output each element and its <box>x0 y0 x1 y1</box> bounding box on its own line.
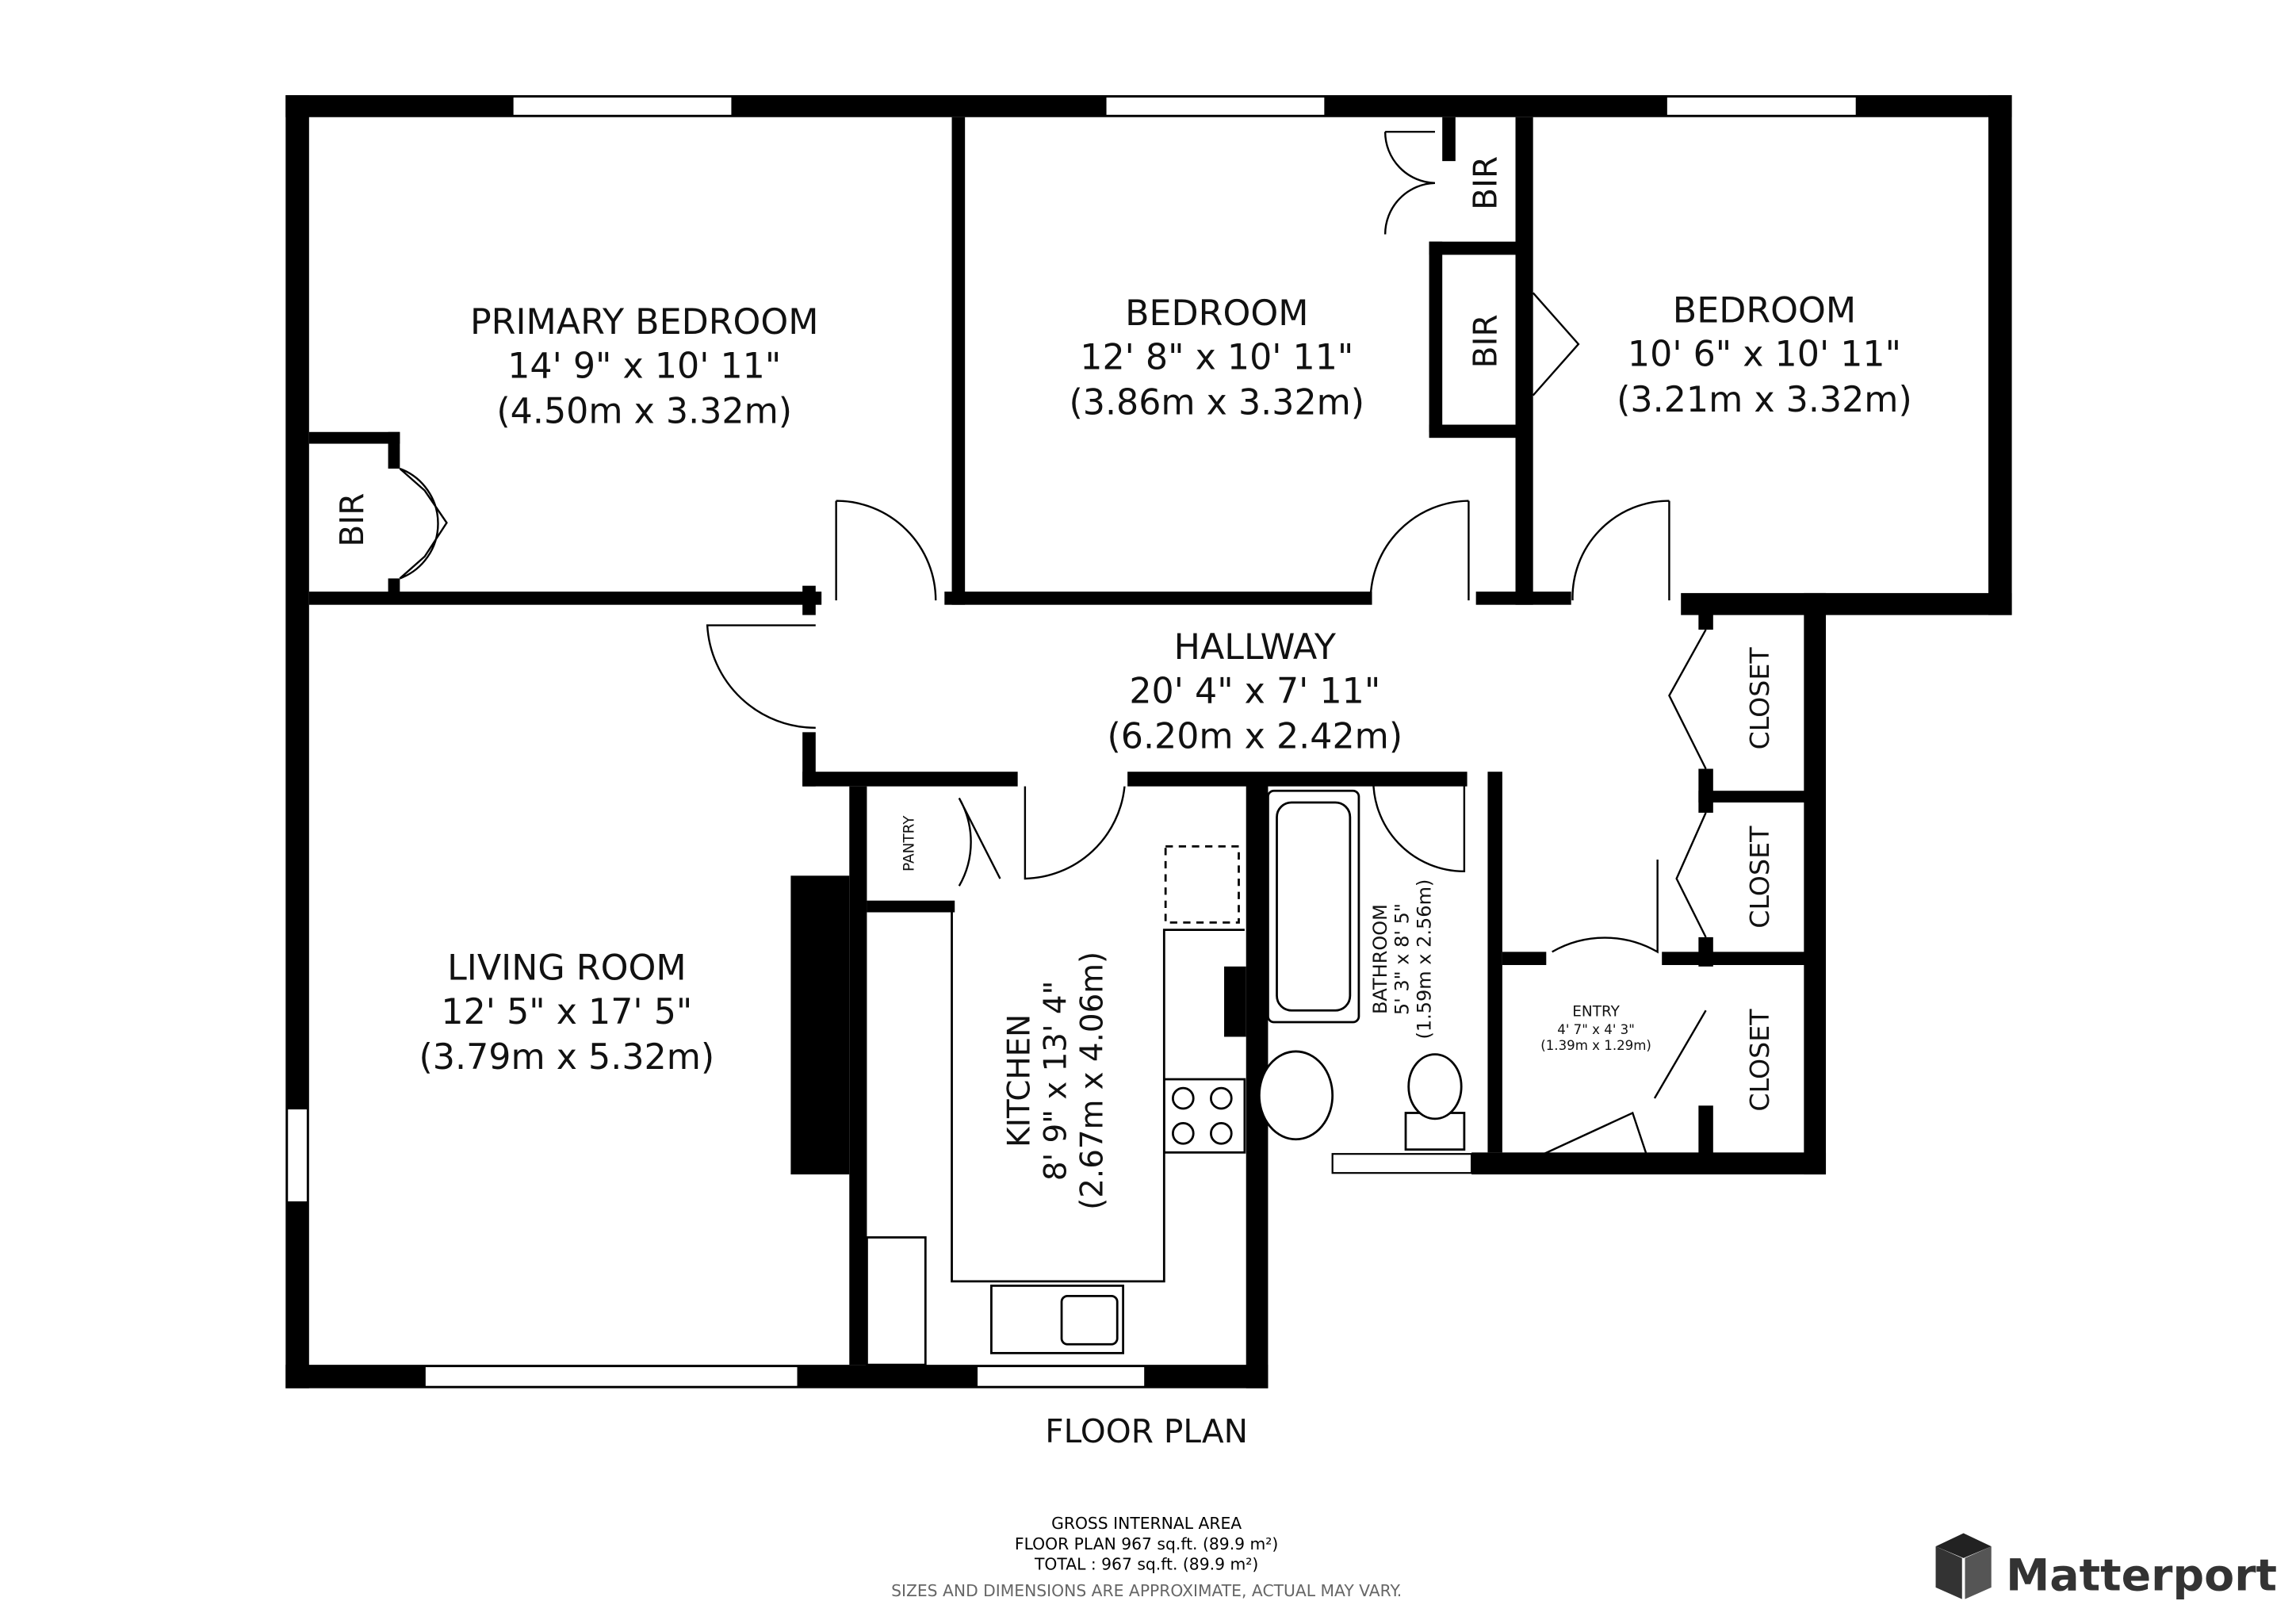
svg-text:4' 7" x 4' 3": 4' 7" x 4' 3" <box>1557 1022 1635 1037</box>
kitchen-counter <box>951 912 1245 1283</box>
svg-text:HALLWAY: HALLWAY <box>1174 627 1337 668</box>
bir-label: BIR <box>1467 156 1505 210</box>
svg-text:FLOOR PLAN 967 sq.ft. (89.9 m²: FLOOR PLAN 967 sq.ft. (89.9 m²) <box>1015 1534 1278 1553</box>
svg-text:GROSS INTERNAL AREA: GROSS INTERNAL AREA <box>1051 1514 1242 1533</box>
bathroom-sink <box>1257 1050 1334 1141</box>
svg-text:BATHROOM: BATHROOM <box>1369 904 1391 1014</box>
svg-text:LIVING ROOM: LIVING ROOM <box>447 948 687 988</box>
svg-text:(3.79m x 5.32m): (3.79m x 5.32m) <box>419 1037 715 1078</box>
fixtures <box>866 789 1466 1366</box>
pantry-label: PANTRY <box>901 815 918 871</box>
svg-text:PRIMARY BEDROOM: PRIMARY BEDROOM <box>470 302 819 343</box>
cupboard <box>866 1236 927 1366</box>
svg-text:ENTRY: ENTRY <box>1572 1004 1620 1021</box>
svg-text:(3.86m x 3.32m): (3.86m x 3.32m) <box>1069 383 1364 423</box>
svg-text:12' 5" x 17' 5": 12' 5" x 17' 5" <box>441 992 692 1032</box>
matterport-logo: Matterport <box>1935 1533 2277 1602</box>
svg-text:10' 6" x 10' 11": 10' 6" x 10' 11" <box>1628 335 1901 375</box>
doors <box>399 131 1707 1158</box>
svg-text:5' 3" x 8' 5": 5' 3" x 8' 5" <box>1391 903 1414 1015</box>
disclaimer: SIZES AND DIMENSIONS ARE APPROXIMATE, AC… <box>891 1581 1402 1600</box>
svg-text:(1.59m x 2.56m): (1.59m x 2.56m) <box>1413 879 1435 1040</box>
bir-label: BIR <box>1467 314 1505 368</box>
svg-text:20' 4" x 7' 11": 20' 4" x 7' 11" <box>1129 671 1380 711</box>
fridge <box>1164 845 1240 924</box>
svg-text:(6.20m x 2.42m): (6.20m x 2.42m) <box>1107 717 1402 757</box>
svg-text:TOTAL : 967 sq.ft. (89.9 m²): TOTAL : 967 sq.ft. (89.9 m²) <box>1034 1555 1258 1574</box>
floor-plan-label: FLOOR PLAN <box>1045 1412 1248 1450</box>
svg-text:12' 8" x 10' 11": 12' 8" x 10' 11" <box>1080 337 1353 377</box>
brand-name: Matterport <box>2006 1551 2277 1602</box>
bir-label: BIR <box>333 493 371 547</box>
svg-text:(3.21m x 3.32m): (3.21m x 3.32m) <box>1617 380 1912 420</box>
svg-text:(2.67m x 4.06m): (2.67m x 4.06m) <box>1075 952 1111 1210</box>
svg-text:BEDROOM: BEDROOM <box>1673 290 1856 331</box>
svg-text:(1.39m x 1.29m): (1.39m x 1.29m) <box>1540 1038 1651 1053</box>
room-entry: ENTRY 4' 7" x 4' 3" (1.39m x 1.29m) <box>1540 1004 1651 1053</box>
closet-label: CLOSET <box>1744 1009 1775 1112</box>
closet-label: CLOSET <box>1744 825 1775 929</box>
room-bedroom-3: BEDROOM 10' 6" x 10' 11" (3.21m x 3.32m) <box>1617 290 1912 420</box>
room-primary-bedroom: PRIMARY BEDROOM 14' 9" x 10' 11" (4.50m … <box>470 302 819 432</box>
room-kitchen: KITCHEN 8' 9" x 13' 4" (2.67m x 4.06m) <box>1001 952 1110 1210</box>
matterport-logo-icon <box>1935 1533 1992 1599</box>
toilet <box>1407 1053 1463 1120</box>
svg-text:8' 9" x 13' 4": 8' 9" x 13' 4" <box>1039 981 1074 1182</box>
svg-text:BEDROOM: BEDROOM <box>1125 293 1308 334</box>
windows <box>286 95 1858 1388</box>
room-living-room: LIVING ROOM 12' 5" x 17' 5" (3.79m x 5.3… <box>419 948 715 1078</box>
svg-text:14' 9" x 10' 11": 14' 9" x 10' 11" <box>507 346 781 386</box>
svg-text:KITCHEN: KITCHEN <box>1001 1014 1037 1147</box>
room-bathroom: BATHROOM 5' 3" x 8' 5" (1.59m x 2.56m) <box>1369 879 1435 1040</box>
storage-labels: BIR BIR BIR CLOSET CLOSET CLOSET PANTRY <box>333 156 1775 1112</box>
area-summary: GROSS INTERNAL AREA FLOOR PLAN 967 sq.ft… <box>891 1514 1402 1600</box>
closet-label: CLOSET <box>1744 647 1775 750</box>
svg-text:(4.50m x 3.32m): (4.50m x 3.32m) <box>496 392 792 432</box>
room-bedroom-2: BEDROOM 12' 8" x 10' 11" (3.86m x 3.32m) <box>1069 293 1364 423</box>
room-hallway: HALLWAY 20' 4" x 7' 11" (6.20m x 2.42m) <box>1107 627 1402 757</box>
